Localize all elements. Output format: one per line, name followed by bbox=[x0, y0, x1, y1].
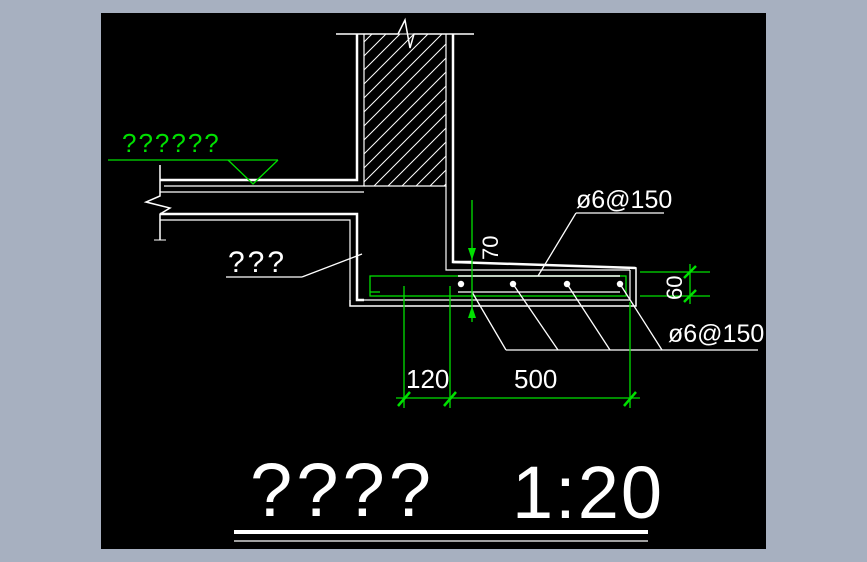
drawing-title: ???? bbox=[250, 448, 435, 533]
dimension-70: 70 bbox=[468, 200, 503, 322]
rebar-dot bbox=[457, 280, 465, 288]
drawing-scale: 1:20 bbox=[512, 451, 664, 534]
rebar-label-bottom: ø6@150 bbox=[668, 320, 764, 348]
dimension-60: 60 bbox=[640, 264, 710, 304]
level-label: ?????? bbox=[122, 128, 221, 158]
rebar-leader-top: ø6@150 bbox=[537, 186, 672, 277]
dim-60-text: 60 bbox=[662, 276, 687, 300]
rebar-label-top: ø6@150 bbox=[576, 186, 672, 214]
level-marker: ?????? bbox=[108, 128, 279, 185]
dimension-horizontal: 120 500 bbox=[396, 286, 640, 408]
break-line-left bbox=[143, 165, 172, 240]
dim-120-text: 120 bbox=[406, 364, 449, 394]
coping-slab bbox=[369, 186, 637, 297]
break-line-top bbox=[336, 17, 474, 49]
layer-label: ??? bbox=[228, 246, 287, 279]
layer-leader: ??? bbox=[226, 246, 363, 279]
dim-70-text: 70 bbox=[478, 236, 503, 260]
dim-500-text: 500 bbox=[514, 364, 557, 394]
title-block: ???? 1:20 bbox=[234, 448, 664, 542]
rebar-leader-bottom: ø6@150 bbox=[471, 283, 764, 351]
